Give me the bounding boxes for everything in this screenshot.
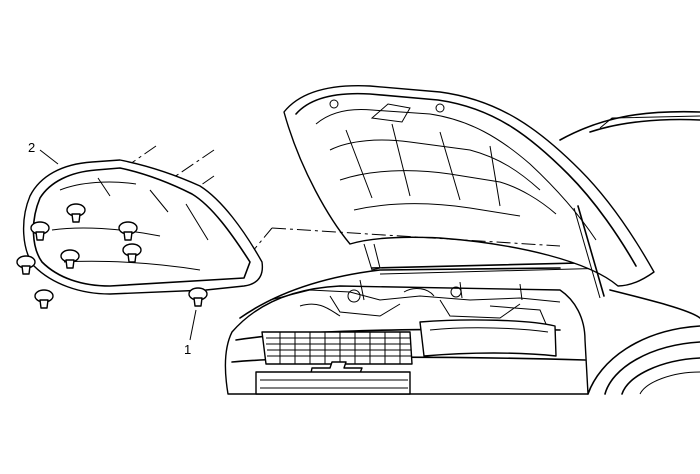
retainer-clip xyxy=(16,255,36,275)
retainer-clip xyxy=(60,249,80,269)
hood-panel xyxy=(283,85,655,299)
hood-insulator xyxy=(22,159,264,295)
retainers xyxy=(16,203,208,309)
retainer-clip xyxy=(122,243,142,263)
retainer-clip-callout-1 xyxy=(188,287,208,307)
lower-grille xyxy=(255,371,411,395)
callout-label-1: 1 xyxy=(184,342,191,357)
leader-line-1 xyxy=(189,309,197,341)
upper-grille xyxy=(261,331,413,365)
callouts: 1 2 xyxy=(28,140,197,357)
headlamp xyxy=(419,319,557,357)
callout-label-2: 2 xyxy=(28,140,35,155)
retainer-clip xyxy=(118,221,138,241)
hood-strut xyxy=(577,205,605,297)
retainer-clip xyxy=(30,221,50,241)
vehicle-body xyxy=(224,110,700,395)
leader-line-2 xyxy=(39,149,59,165)
retainer-clip xyxy=(66,203,86,223)
grille-mesh xyxy=(266,332,412,364)
retainer-clip xyxy=(34,289,54,309)
